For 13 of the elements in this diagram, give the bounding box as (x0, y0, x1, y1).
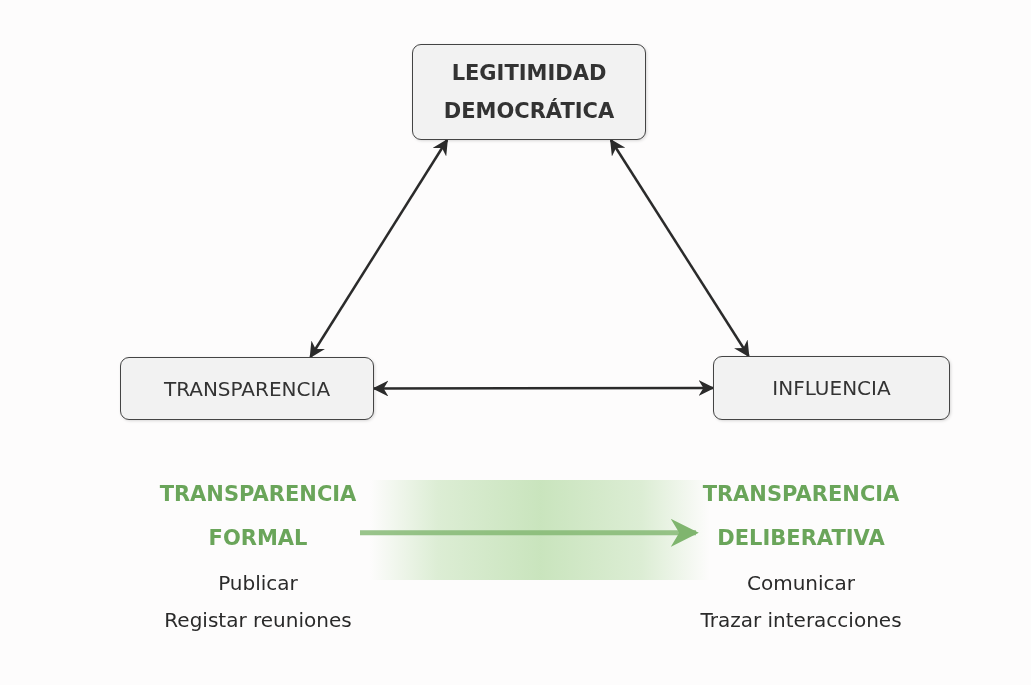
arrow (309, 138, 449, 359)
list-item: Publicar (217, 570, 299, 597)
arrow (609, 138, 750, 358)
list-item: Registar reuniones (163, 607, 353, 634)
list-item: Comunicar (745, 570, 857, 597)
list-item: Trazar interacciones (699, 607, 903, 634)
arrow (372, 380, 715, 397)
concept-box: INFLUENCIA (713, 356, 950, 420)
concept-heading: TRANSPARENCIA DELIBERATIVA (696, 474, 906, 558)
concept-box: TRANSPARENCIA (120, 357, 374, 420)
arrow (360, 518, 699, 547)
concept-box: LEGITIMIDAD DEMOCRÁTICA (412, 44, 646, 140)
concept-heading: TRANSPARENCIA FORMAL (156, 474, 360, 558)
